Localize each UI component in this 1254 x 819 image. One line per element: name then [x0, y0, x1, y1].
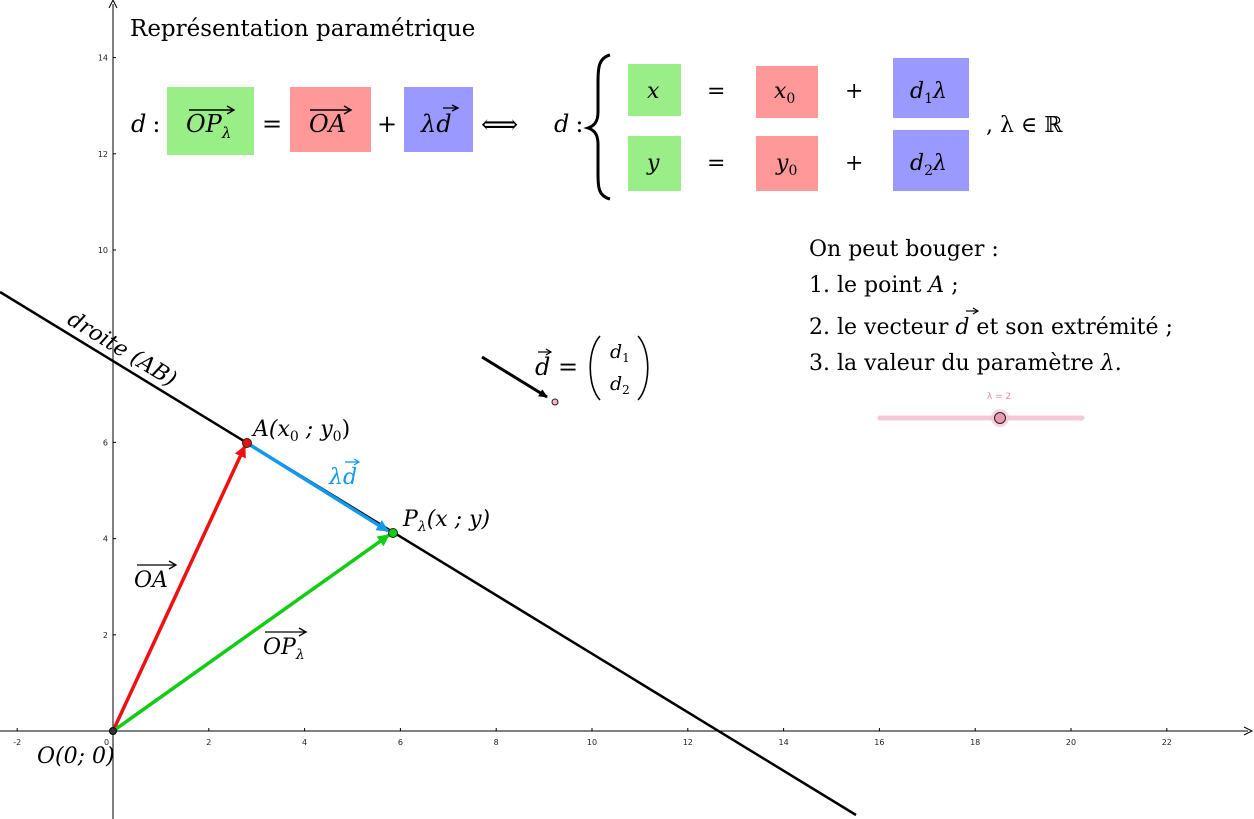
point-a-label: A(x0 ; y0): [251, 417, 350, 445]
row2-d2-lambda: d2λ: [910, 151, 947, 179]
y-axis: [108, 0, 118, 819]
d1-lambda-box: [893, 58, 969, 118]
svg-text:λd: λd: [420, 110, 452, 138]
origin-tick-label: 0: [104, 738, 109, 747]
vec-op-label: OPλ: [263, 627, 308, 663]
eq-iff: ⟺: [481, 110, 518, 140]
point-a[interactable]: [242, 438, 252, 448]
vec-lambda-d-label: λd: [328, 458, 361, 490]
eq-d-label: d:: [131, 110, 160, 138]
system-brace: [583, 53, 611, 201]
page-title: Représentation paramétrique: [130, 16, 475, 42]
instruction-1: 1. le point A ;: [809, 273, 959, 298]
y-tick-label: 14: [98, 54, 108, 63]
row1-x0: x0: [774, 79, 795, 107]
point-o: [109, 727, 117, 735]
x-tick-label: 18: [970, 738, 980, 747]
point-p-label: Pλ(x ; y): [402, 507, 490, 535]
svg-text:d1: d1: [610, 341, 630, 365]
x-tick-label: 10: [587, 738, 597, 747]
y-tick-label: 10: [98, 246, 108, 255]
x-tick-label: 22: [1162, 738, 1172, 747]
y-tick-label: 12: [98, 150, 108, 159]
svg-text:d2: d2: [610, 373, 630, 397]
x-axis-ticks: -2 2 4 6 8 10 12 14 16 18 20 22: [13, 728, 1172, 747]
row2-equals: =: [707, 151, 725, 176]
svg-text:OA: OA: [309, 110, 346, 138]
x-tick-label: 16: [874, 738, 884, 747]
vector-op[interactable]: [111, 533, 391, 733]
origin-label: O(0; 0): [37, 744, 115, 769]
point-p[interactable]: [388, 528, 398, 538]
lambda-in-r: , λ ∈ ℝ: [986, 113, 1063, 138]
row1-equals: =: [707, 79, 725, 104]
svg-text:λd: λd: [328, 465, 357, 490]
svg-text:2. le vecteur d et son extrémi: 2. le vecteur d et son extrémité ;: [809, 315, 1173, 340]
vector-oa[interactable]: [111, 445, 247, 732]
line-ab-label: droite (AB): [63, 307, 181, 393]
row1-d1-lambda: d1λ: [910, 79, 947, 107]
eq-equals: =: [262, 110, 282, 138]
x-tick-label: 4: [302, 738, 307, 747]
x-tick-label: 6: [398, 738, 403, 747]
svg-text:OPλ: OPλ: [263, 635, 305, 663]
oa-box: [290, 87, 371, 152]
svg-text:OPλ: OPλ: [186, 110, 231, 142]
line-ab[interactable]: [0, 290, 857, 817]
y-tick-label: 2: [103, 631, 108, 640]
direction-vector-d[interactable]: [481, 355, 548, 399]
x0-box: [756, 66, 818, 118]
instruction-2: 2. le vecteur d et son extrémité ;: [809, 307, 1173, 340]
x-box: [628, 64, 681, 116]
row1-plus: +: [845, 79, 863, 104]
instruction-3: 3. la valeur du paramètre λ.: [809, 351, 1122, 376]
lambda-slider-label: λ = 2: [987, 392, 1011, 402]
eq-plus: +: [377, 110, 397, 138]
row1-x: x: [647, 79, 660, 104]
dvec-label: d = d1 d2: [535, 335, 649, 401]
x-tick-label: -2: [13, 738, 21, 747]
y0-box: [756, 136, 818, 191]
row2-plus: +: [845, 151, 863, 176]
row2-y0: y0: [775, 151, 797, 179]
y-tick-label: 4: [103, 535, 108, 544]
y-box: [628, 136, 681, 191]
direction-vector-endpoint[interactable]: [551, 398, 559, 406]
x-axis: [0, 726, 1254, 736]
x-tick-label: 12: [683, 738, 693, 747]
instructions-heading: On peut bouger :: [809, 237, 999, 262]
vec-oa-label: OA: [134, 560, 178, 593]
y-axis-ticks: 2 4 6 10 12 14: [98, 54, 116, 640]
y-tick-label: 6: [103, 438, 108, 447]
x-tick-label: 14: [779, 738, 789, 747]
eq-op-vector: OPλ: [186, 105, 236, 142]
svg-text:OA: OA: [134, 568, 168, 593]
vector-lambda-d[interactable]: [246, 441, 389, 533]
svg-text:d: d: [535, 353, 550, 381]
row2-y: y: [646, 151, 660, 176]
eq-oa-vector: OA: [309, 105, 353, 138]
lambda-slider-knob[interactable]: [994, 412, 1006, 424]
d2-lambda-box: [893, 130, 969, 191]
eq-d-system: d:: [554, 110, 583, 138]
x-tick-label: 2: [206, 738, 211, 747]
x-tick-label: 20: [1066, 738, 1076, 747]
lambda-d-box: [404, 87, 473, 152]
op-box: [167, 87, 254, 155]
x-tick-label: 8: [494, 738, 499, 747]
eq-lambda-d: λd: [420, 104, 460, 138]
svg-text:=: =: [558, 353, 578, 381]
